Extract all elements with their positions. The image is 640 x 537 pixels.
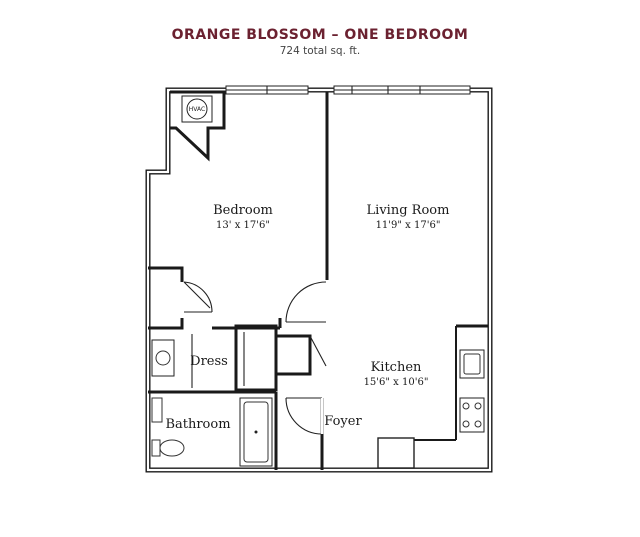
washer xyxy=(151,339,175,377)
kitchen-dims: 15'6" x 10'6" xyxy=(364,377,429,388)
closet-door xyxy=(309,335,327,367)
stove xyxy=(459,397,485,433)
living-room-door xyxy=(285,281,327,323)
toilet-tank xyxy=(151,439,161,457)
living-room-dims: 11'9" x 17'6" xyxy=(376,220,441,231)
living-room-label: Living Room xyxy=(367,203,450,218)
bedroom-label: Bedroom xyxy=(213,203,273,218)
burner-icon xyxy=(474,402,482,410)
burner-icon xyxy=(462,402,470,410)
bedroom-door-upper xyxy=(183,281,213,313)
plan-title: ORANGE BLOSSOM – ONE BEDROOM xyxy=(171,27,469,43)
refrigerator xyxy=(377,437,415,469)
entry-door xyxy=(285,397,323,435)
bathroom-label: Bathroom xyxy=(165,417,230,432)
room-labels: Bedroom 13' x 17'6" Living Room 11'9" x … xyxy=(165,203,449,432)
toilet-bowl xyxy=(159,439,185,457)
doors xyxy=(183,281,327,435)
exterior-walls xyxy=(145,87,493,473)
windows xyxy=(225,85,471,95)
linen-closet xyxy=(234,324,278,392)
washer-drum-icon xyxy=(155,350,171,366)
kitchen-label: Kitchen xyxy=(371,360,422,375)
outer-wall-inner-line xyxy=(146,88,492,472)
outer-wall xyxy=(145,87,493,473)
dress-label: Dress xyxy=(190,354,228,369)
hvac-label: HVAC xyxy=(189,106,205,113)
foyer-label: Foyer xyxy=(324,414,362,429)
hvac-closet: HVAC xyxy=(170,90,226,162)
burner-icon xyxy=(474,420,482,428)
fixtures xyxy=(151,334,485,469)
plan-subtitle: 724 total sq. ft. xyxy=(279,45,361,57)
bedroom-dims: 13' x 17'6" xyxy=(216,220,270,231)
hvac-icon xyxy=(186,98,208,120)
bathroom-sink xyxy=(151,397,163,423)
burner-icon xyxy=(462,420,470,428)
